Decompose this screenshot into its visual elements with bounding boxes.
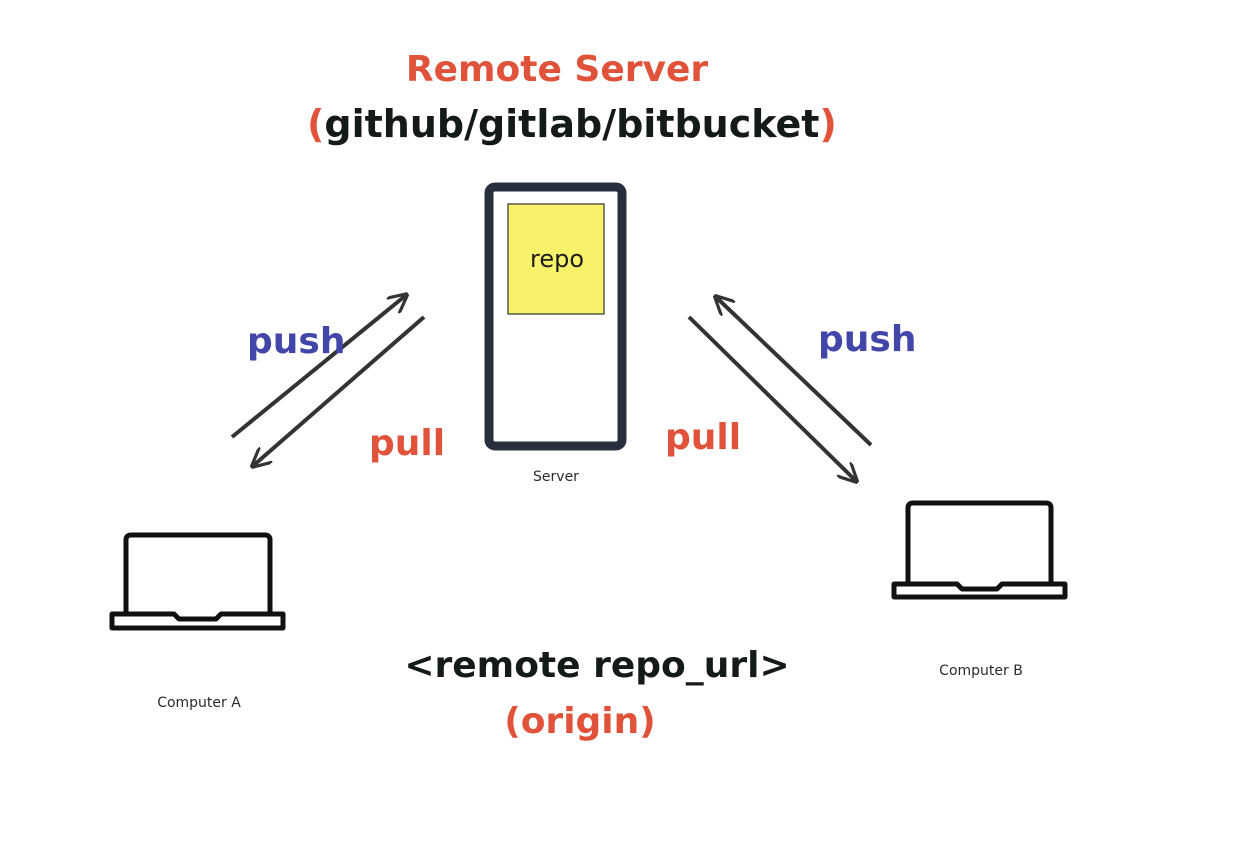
push-label-a: push (247, 321, 346, 362)
push-arrow-a (230, 296, 405, 439)
pull-label-a: pull (369, 423, 446, 464)
computer-b-label: Computer B (939, 663, 1023, 679)
subtitle-open-paren: ( (307, 102, 325, 146)
pull-arrow-a (254, 315, 426, 465)
origin-label: (origin) (504, 701, 656, 742)
subtitle-close-paren: ) (819, 102, 837, 146)
server-label: Server (533, 469, 579, 485)
diagram-title: Remote Server (405, 49, 709, 90)
remote-url-label: <remote repo_url> (404, 645, 790, 686)
computer-a-laptop-icon (109, 532, 286, 631)
server-icon (484, 182, 627, 451)
pull-label-b: pull (665, 417, 742, 458)
subtitle-hosts: github/gitlab/bitbucket (324, 102, 820, 146)
repo-label: repo (529, 245, 585, 273)
diagram-subtitle: (github/gitlab/bitbucket) (307, 100, 837, 148)
repo-box (507, 203, 605, 315)
push-label-b: push (818, 319, 917, 360)
pull-arrow-b (687, 315, 855, 480)
push-arrow-b (717, 298, 873, 447)
computer-a-label: Computer A (157, 695, 241, 711)
computer-b-laptop-icon (891, 500, 1068, 600)
